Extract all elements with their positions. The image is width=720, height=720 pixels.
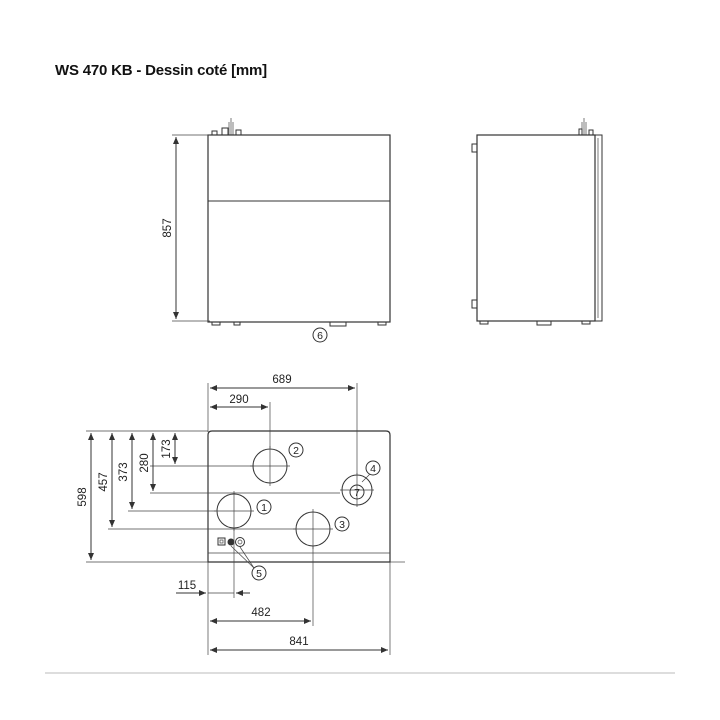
height-173-label: 173 [161, 439, 173, 458]
side-front-panel [594, 134, 603, 322]
svg-text:3: 3 [339, 519, 345, 531]
port-4 [340, 473, 374, 507]
width-290-label: 290 [229, 394, 248, 406]
top-connector [211, 118, 242, 136]
marker-5: 5 [230, 545, 267, 581]
marker-4: 4 [361, 460, 381, 483]
side-view [471, 118, 603, 326]
page-title: WS 470 KB - Dessin coté [mm] [55, 62, 267, 79]
height-598-label: 598 [77, 487, 89, 506]
height-280-label: 280 [139, 453, 151, 472]
svg-text:2: 2 [293, 445, 299, 457]
plan-view: 2 1 3 4 7 5 689 [77, 374, 405, 655]
width-115-label: 115 [178, 580, 196, 592]
marker-3: 3 [334, 516, 350, 532]
svg-text:1: 1 [261, 502, 267, 514]
side-top-connector [578, 118, 594, 136]
condensate-outlet [329, 321, 347, 327]
front-casing [207, 134, 391, 323]
side-casing [476, 134, 596, 322]
marker-2: 2 [288, 442, 304, 458]
svg-text:7: 7 [354, 487, 360, 499]
connection-5-sockets [217, 537, 245, 547]
width-689-label: 689 [272, 374, 291, 386]
width-841-label: 841 [289, 636, 308, 648]
svg-text:5: 5 [256, 568, 262, 580]
height-457-label: 457 [98, 472, 110, 491]
front-view: 857 6 [162, 118, 391, 343]
width-482-label: 482 [251, 607, 270, 619]
marker-7: 7 [349, 484, 365, 500]
svg-text:6: 6 [317, 330, 323, 342]
svg-text:4: 4 [370, 463, 376, 475]
marker-1: 1 [256, 499, 272, 515]
marker-6: 6 [312, 327, 328, 343]
height-373-label: 373 [118, 462, 130, 481]
height-857-label: 857 [162, 218, 174, 237]
